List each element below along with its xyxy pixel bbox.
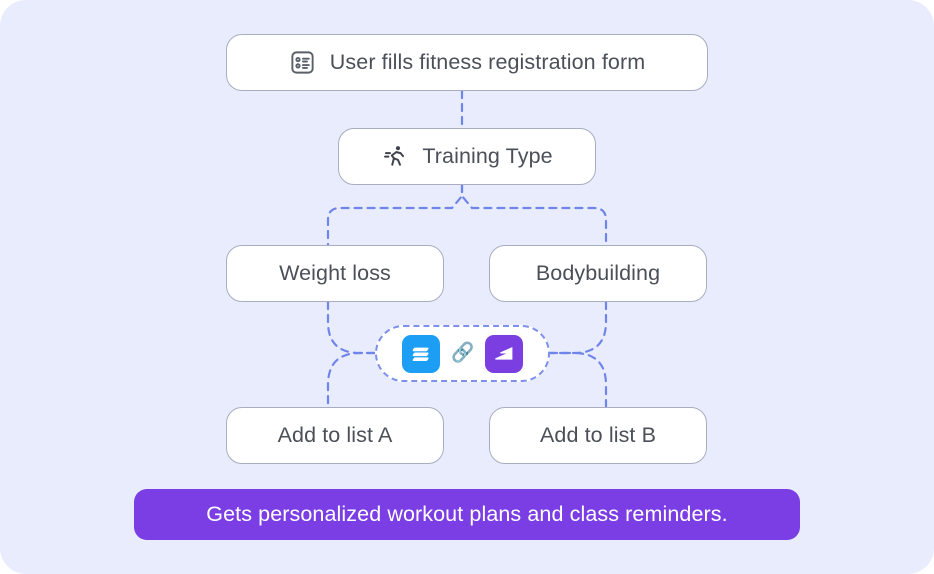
purple-app-logo xyxy=(485,334,524,373)
node-add-to-list-b-label: Add to list B xyxy=(539,423,657,447)
outcome-banner: Gets personalized workout plans and clas… xyxy=(134,489,800,540)
node-training-type-label: Training Type xyxy=(422,144,553,168)
node-weight-loss[interactable]: Weight loss xyxy=(226,245,444,302)
node-add-to-list-a[interactable]: Add to list A xyxy=(226,407,444,464)
edge-weightloss-to-integration xyxy=(326,300,377,355)
node-add-to-list-a-label: Add to list A xyxy=(277,423,393,447)
integration-chip[interactable]: 🔗 xyxy=(375,325,550,382)
node-bodybuilding[interactable]: Bodybuilding xyxy=(489,245,707,302)
edge-bodybuilding-to-integration xyxy=(548,300,608,355)
form-list-icon xyxy=(289,49,316,76)
running-person-icon xyxy=(381,143,408,170)
node-registration-form-label: User fills fitness registration form xyxy=(329,50,646,74)
edge-integration-to-listB xyxy=(548,351,608,409)
edge-training-to-bodybuilding xyxy=(460,183,608,247)
blue-app-logo xyxy=(401,334,440,373)
edge-integration-to-listA xyxy=(326,351,377,409)
node-training-type[interactable]: Training Type xyxy=(338,128,596,185)
chain-link-icon: 🔗 xyxy=(450,342,475,365)
node-registration-form[interactable]: User fills fitness registration form xyxy=(226,34,708,91)
node-add-to-list-b[interactable]: Add to list B xyxy=(489,407,707,464)
node-bodybuilding-label: Bodybuilding xyxy=(535,261,661,285)
outcome-banner-label: Gets personalized workout plans and clas… xyxy=(206,502,728,526)
edge-training-to-weightloss xyxy=(326,183,464,247)
node-weight-loss-label: Weight loss xyxy=(279,261,391,285)
